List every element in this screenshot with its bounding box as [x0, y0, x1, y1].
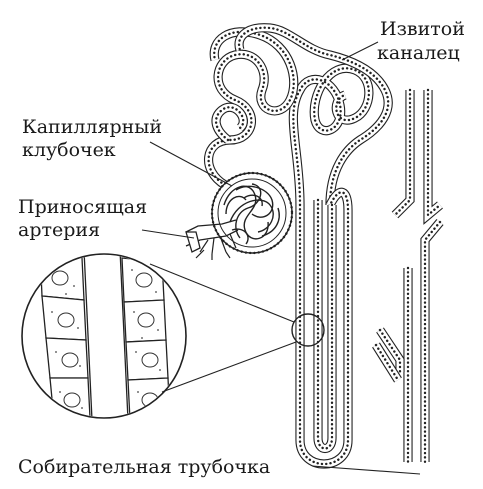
label-afferent-artery-line1: Приносящая	[18, 196, 147, 218]
label-convoluted-tubule-line1: Извитой	[380, 18, 465, 40]
label-afferent-artery-line2: артерия	[18, 219, 100, 241]
magnified-inset	[22, 250, 324, 420]
label-glomerulus-line2: клубочек	[22, 139, 116, 161]
label-glomerulus-line1: Капиллярный	[22, 116, 162, 138]
label-collecting-duct: Собирательная трубочка	[18, 456, 270, 478]
glomerulus	[212, 173, 292, 253]
collecting-duct	[376, 90, 440, 462]
label-convoluted-tubule-line2: каналец	[377, 42, 460, 64]
